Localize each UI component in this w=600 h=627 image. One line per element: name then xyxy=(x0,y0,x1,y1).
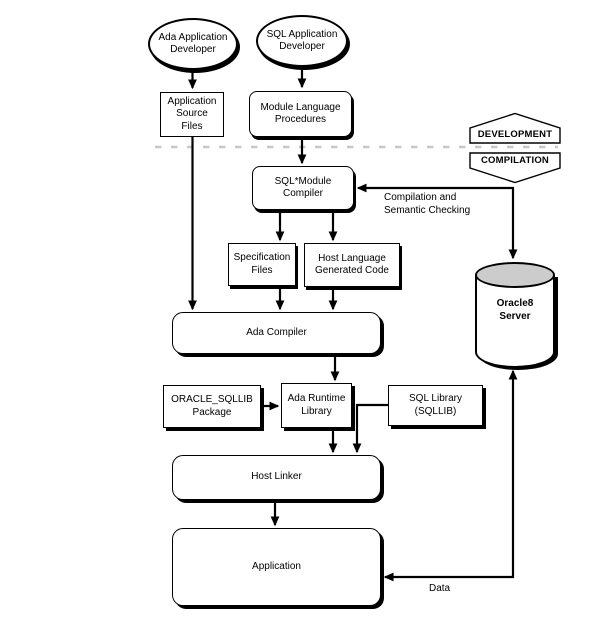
node-sql-developer: SQL Application Developer xyxy=(256,15,348,67)
node-sql-library: SQL Library (SQLLIB) xyxy=(388,385,483,426)
node-ada-developer: Ada Application Developer xyxy=(148,18,238,70)
database-cylinder-body-icon xyxy=(475,275,555,368)
compilation-banner-shape xyxy=(469,152,561,184)
development-banner-shape xyxy=(469,112,561,144)
node-oracle-sqllib-package: ORACLE_SQLLIB Package xyxy=(163,385,261,428)
node-oracle8-server: Oracle8 Server xyxy=(475,262,555,368)
edge-label-data: Data xyxy=(429,583,451,594)
node-sql-module-compiler: SQL*Module Compiler xyxy=(252,166,354,210)
node-ada-runtime-library: Ada Runtime Library xyxy=(281,383,352,428)
node-host-language-generated-code: Host Language Generated Code xyxy=(304,243,400,287)
node-module-language-procedures: Module Language Procedures xyxy=(249,91,352,137)
compilation-banner-label: COMPILATION xyxy=(481,155,549,166)
development-banner-label: DEVELOPMENT xyxy=(477,129,553,140)
node-application-source-files: Application Source Files xyxy=(160,92,224,137)
node-application: Application xyxy=(172,528,381,606)
node-specification-files: Specification Files xyxy=(228,243,296,286)
database-cylinder-top-icon xyxy=(475,262,555,288)
oracle8-server-label: Oracle8 Server xyxy=(496,298,534,322)
edge-label-compilation-checking: Compilation and Semantic Checking xyxy=(384,192,471,216)
edge-sql-library-to-linker xyxy=(352,403,388,454)
node-host-linker: Host Linker xyxy=(172,455,381,500)
node-ada-compiler: Ada Compiler xyxy=(172,312,381,354)
